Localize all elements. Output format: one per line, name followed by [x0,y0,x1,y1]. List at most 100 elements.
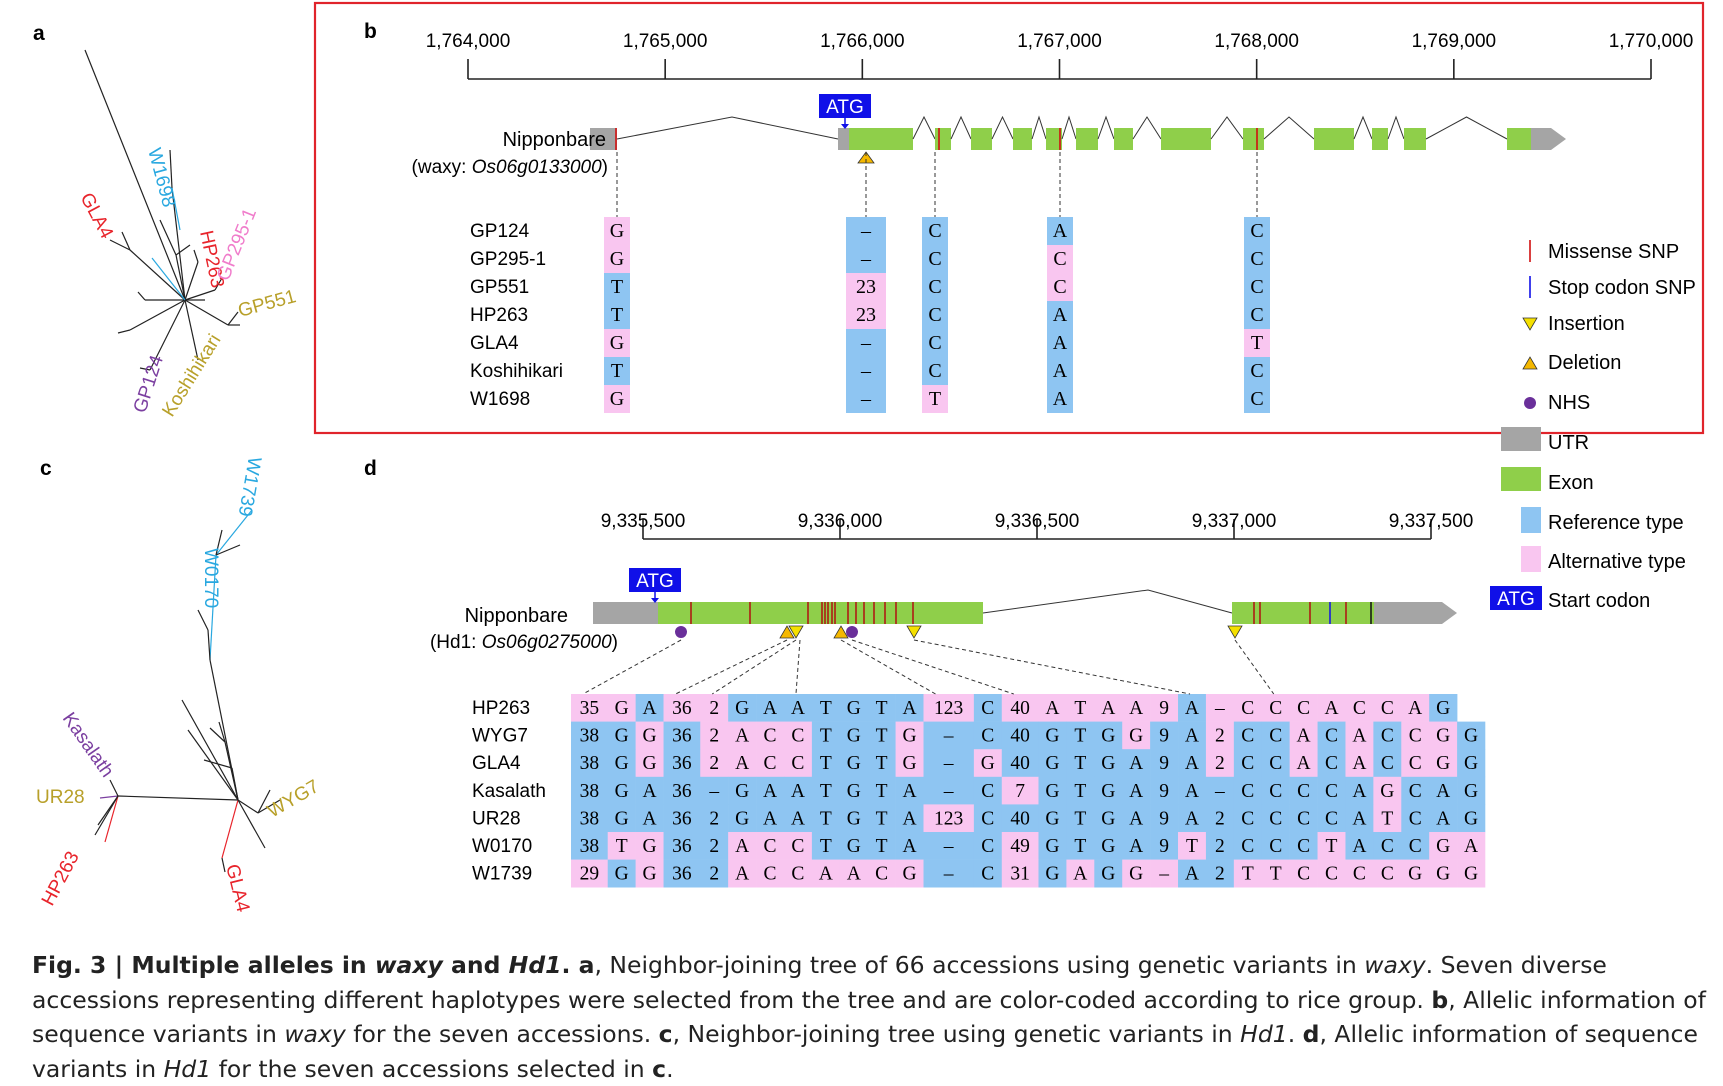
tree-c-label-w0170: W0170 [200,548,221,608]
allele-cell-text: A [735,726,749,747]
hd1-accession-label: HP263 [472,698,530,719]
allele-cell-text: T [820,726,832,747]
allele-cell-text: G [1045,753,1059,774]
allele-cell [1094,804,1123,833]
allele-cell [1001,721,1039,750]
allele-cell [1317,694,1346,722]
allele-cell-text: G [615,781,629,802]
allele-cell-text: C [1297,698,1310,719]
allele-cell [1094,832,1123,860]
allele-cell-text: G [615,698,629,719]
allele-cell-text: C [875,864,888,885]
allele-cell [1373,721,1402,750]
allele-cell-text: A [1352,781,1366,802]
allele-cell-text: – [1158,864,1169,885]
allele-cell-text: – [860,248,872,270]
insertion-marker [906,625,922,639]
allele-cell-text: A [1436,781,1450,802]
allele-cell-text: G [1464,808,1478,829]
variant-connector [913,639,1191,695]
utr-block [1531,128,1566,150]
allele-cell-text: 7 [1015,781,1025,802]
allele-cell-text: C [1269,781,1282,802]
allele-cell-text: A [1185,864,1199,885]
allele-cell [922,245,948,273]
allele-cell [923,749,975,778]
allele-cell-text: A [791,698,805,719]
legend-label: Deletion [1548,352,1621,374]
variant-connector [795,639,801,695]
allele-cell [1047,245,1073,273]
allele-cell-text: 2 [1215,753,1225,774]
tree-c-label-wyg7: WYG7 [264,776,323,822]
allele-cell [922,357,948,385]
exon-block [1232,602,1374,624]
allele-cell [839,694,868,722]
allele-cell [1289,721,1318,750]
allele-cell [1317,832,1346,860]
legend-label: Insertion [1548,313,1625,335]
allele-cell [1317,749,1346,778]
allele-cell-text: C [981,781,994,802]
allele-cell [1429,721,1458,750]
allele-cell-text: C [928,304,941,326]
allele-cell-text: A [1185,698,1199,719]
allele-cell [867,776,896,805]
allele-cell-text: T [876,753,888,774]
allele-cell-text: G [847,753,861,774]
allele-cell [1150,721,1179,750]
allele-cell [895,721,924,750]
allele-cell [1233,832,1263,860]
hd1-axis-tick-label: 9,337,000 [1192,511,1277,532]
allele-cell-text: – [943,781,954,802]
allele-cell-text: G [847,698,861,719]
allele-cell [700,804,729,833]
allele-cell [700,721,729,750]
allele-cell-text: C [791,864,804,885]
waxy-axis-tick-label: 1,766,000 [820,31,905,52]
allele-cell [1244,329,1270,357]
allele-cell [1122,776,1151,805]
allele-cell-text: – [860,388,872,410]
legend-label: Alternative type [1548,551,1686,573]
intron-line [950,115,972,140]
allele-cell-text: A [735,864,749,885]
allele-cell-text: G [1129,726,1143,747]
allele-cell [1094,694,1123,722]
allele-cell [1261,694,1290,722]
allele-cell [1429,694,1458,722]
allele-cell [1233,859,1263,888]
allele-cell-text: T [820,808,832,829]
allele-cell [1244,301,1270,329]
hd1-start-codon-box [629,568,681,592]
allele-cell [923,776,975,805]
figure-canvas: a b c d W1698 GLA4 HP263 GP295-1 GP551 G… [33,1,1705,915]
allele-cell-text: C [764,753,777,774]
allele-cell-text: T [820,836,832,857]
allele-cell [846,273,886,301]
allele-cell-text: A [819,864,833,885]
allele-cell [839,749,868,778]
allele-cell [783,776,813,805]
allele-cell-text: C [1325,726,1338,747]
allele-cell-text: G [1101,864,1115,885]
allele-cell [756,721,785,750]
hd1-axis-tick-label: 9,337,500 [1389,511,1474,532]
allele-cell-text: T [1381,808,1393,829]
allele-cell-text: G [847,781,861,802]
allele-cell [839,776,868,805]
allele-cell [1047,329,1073,357]
utr-block [590,128,617,150]
start-codon-legend-icon-text: ATG [1497,589,1535,610]
allele-cell-text: 36 [672,698,692,719]
allele-cell-text: A [763,698,777,719]
legend-label: Missense SNP [1548,241,1679,263]
allele-cell [1001,832,1039,860]
allele-cell-text: G [1436,836,1450,857]
allele-cell [756,804,785,833]
waxy-accession-label: GP295-1 [470,249,546,270]
tree-c-label-hp263: HP263 [38,848,84,909]
allele-cell [1038,694,1067,722]
allele-cell-text: A [1185,753,1199,774]
phylogenetic-tree-c [94,509,281,873]
